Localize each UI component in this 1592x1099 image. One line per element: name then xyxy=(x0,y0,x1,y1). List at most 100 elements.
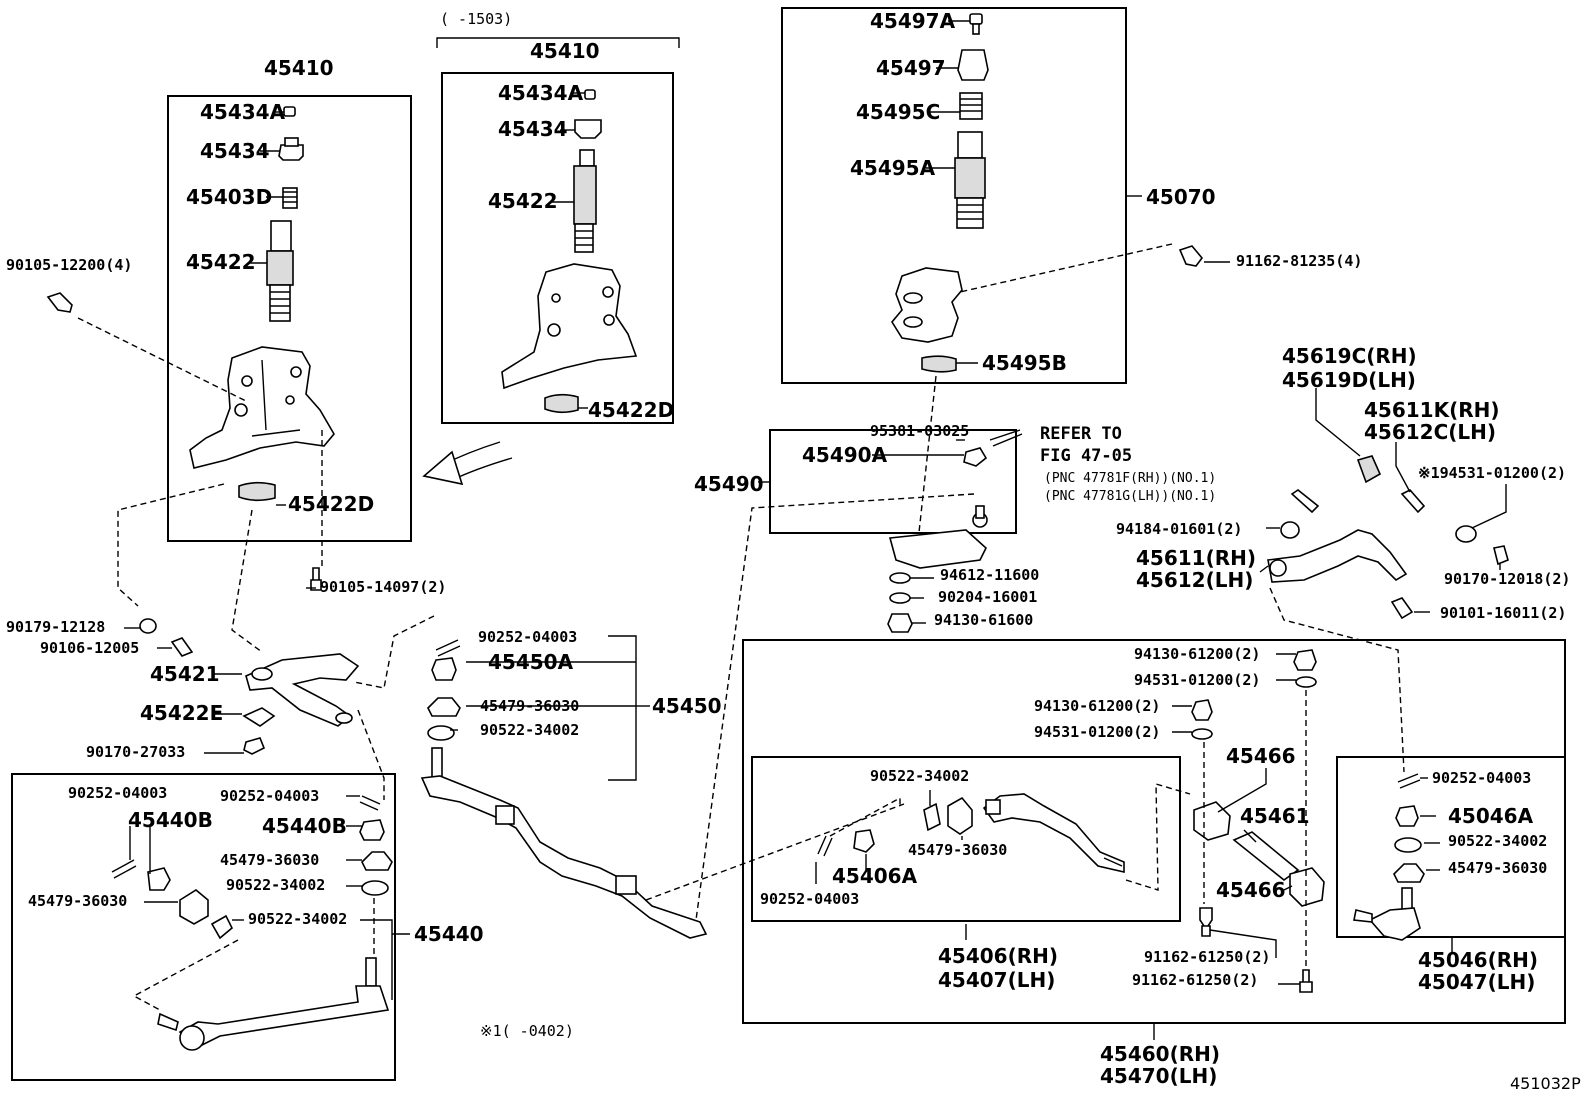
label-90101-16011: 90101-16011(2) xyxy=(1440,604,1567,622)
label-90252-04003-b: 90252-04003 xyxy=(68,784,168,802)
label-45406A: 45406A xyxy=(832,864,918,888)
label-90252-04003-d: 90252-04003 xyxy=(760,890,860,908)
label-90522-34002-a: 90522-34002 xyxy=(480,721,580,739)
label-194531-01200: ※194531-01200(2) xyxy=(1418,464,1567,482)
label-45422E: 45422E xyxy=(140,701,224,725)
label-90106-12005: 90106-12005 xyxy=(40,639,140,657)
label-45490: 45490 xyxy=(694,472,764,496)
label-refer-pnc-lh: (PNC 47781G(LH))(NO.1) xyxy=(1044,489,1217,504)
nut-90179-12128 xyxy=(139,618,157,634)
bolt-90101-16011 xyxy=(1390,597,1414,620)
cover-45479-36030-a xyxy=(427,697,461,717)
nut-45406A xyxy=(853,829,875,853)
bolt-90106-12005 xyxy=(170,637,194,657)
ring-90522-34002-c xyxy=(210,914,233,940)
label-45479-36030-b: 45479-36030 xyxy=(28,892,128,910)
label-45497A: 45497A xyxy=(870,9,956,33)
label-45434-left: 45434 xyxy=(200,139,270,163)
label-45406: 45406(RH) xyxy=(938,944,1058,968)
label-45466-top: 45466 xyxy=(1226,744,1296,768)
label-90252-04003-e: 90252-04003 xyxy=(1432,769,1532,787)
left-bracket-45410 xyxy=(189,346,335,469)
label-90170-27033: 90170-27033 xyxy=(86,743,186,761)
cotter-90252-04003-b xyxy=(111,859,137,879)
box-45410-mid xyxy=(441,72,674,424)
label-45070: 45070 xyxy=(1146,185,1216,209)
label-45495A: 45495A xyxy=(850,156,936,180)
label-45619D: 45619D(LH) xyxy=(1282,368,1416,392)
ring-90522-34002-b xyxy=(361,880,389,896)
relay-rod-45450 xyxy=(420,747,708,939)
label-45422-mid: 45422 xyxy=(488,189,558,213)
pitman-arm-45490 xyxy=(888,429,1023,569)
bracket-45410-mid xyxy=(436,37,680,48)
washer-45422E xyxy=(242,707,276,727)
idler-arm-45421 xyxy=(245,653,360,727)
label-45497: 45497 xyxy=(876,56,946,80)
label-94531-01200-a: 94531-01200(2) xyxy=(1134,671,1261,689)
label-45470: 45470(LH) xyxy=(1100,1064,1218,1088)
clamp-45466-top xyxy=(1193,801,1231,841)
cover-45479-36030-e xyxy=(1393,863,1425,883)
nut-94130-61200-b xyxy=(1191,699,1213,721)
washer-94531-01200-b xyxy=(1191,728,1213,740)
nut-94130-61600 xyxy=(887,613,913,633)
label-91162-61250-a: 91162-61250(2) xyxy=(1144,948,1271,966)
label-94184-01601: 94184-01601(2) xyxy=(1116,520,1243,538)
box-45046 xyxy=(1336,756,1566,938)
diagram-id: 451032P xyxy=(1510,1074,1581,1093)
bolt-91162-61250-b xyxy=(1299,969,1313,993)
label-91162-81235: 91162-81235(4) xyxy=(1236,252,1363,270)
label-45450: 45450 xyxy=(652,694,722,718)
label-45619C: 45619C(RH) xyxy=(1282,344,1417,368)
label-45434A-left: 45434A xyxy=(200,100,286,124)
cover-45479-36030-d xyxy=(947,796,973,835)
label-45460: 45460(RH) xyxy=(1100,1042,1220,1066)
label-45421: 45421 xyxy=(150,662,220,686)
label-45440: 45440 xyxy=(414,922,484,946)
idler-arm-shaft-assembly xyxy=(891,13,989,373)
label-45422-left: 45422 xyxy=(186,250,256,274)
knuckle-arm-45611 xyxy=(1267,529,1408,583)
bolt-45611K xyxy=(1400,489,1426,514)
tie-rod-end-45406 xyxy=(982,793,1125,874)
label-90522-34002-d: 90522-34002 xyxy=(870,767,970,785)
label-refer-to: REFER TO xyxy=(1040,424,1122,444)
label-90179-12128: 90179-12128 xyxy=(6,618,106,636)
cover-45479-36030-b xyxy=(179,889,209,925)
box-45440 xyxy=(11,773,396,1081)
nut-45440B-left xyxy=(147,867,171,891)
bushing-45422D-mid xyxy=(544,393,579,414)
cover-45479-36030-c xyxy=(361,851,393,871)
label-45612: 45612(LH) xyxy=(1136,568,1254,592)
label-90522-34002-c: 90522-34002 xyxy=(248,910,348,928)
label-90105-12200: 90105-12200(4) xyxy=(6,256,133,274)
label-94531-01200-b: 94531-01200(2) xyxy=(1034,723,1161,741)
washer-94531-01200-a xyxy=(1295,676,1317,688)
clamp-45466-bottom xyxy=(1289,867,1325,907)
label-45490A: 45490A xyxy=(802,443,888,467)
label-45466-bottom: 45466 xyxy=(1216,878,1286,902)
label-45479-36030-c: 45479-36030 xyxy=(220,851,320,869)
label-45410-left: 45410 xyxy=(264,56,334,80)
label-45611K: 45611K(RH) xyxy=(1364,398,1500,422)
label-45407: 45407(LH) xyxy=(938,968,1056,992)
mid-kingpin-assembly xyxy=(573,89,602,253)
cotter-90252-04003-d xyxy=(817,835,833,857)
nut-45440B-right xyxy=(359,819,385,841)
cotter-90252-04003-c xyxy=(359,795,381,811)
leader-lines xyxy=(124,20,1507,1040)
label-45479-36030-e: 45479-36030 xyxy=(1448,859,1548,877)
nut-194531 xyxy=(1455,525,1477,543)
label-45479-36030-a: 45479-36030 xyxy=(480,697,580,715)
bolt-refer xyxy=(1290,489,1320,514)
washer-90204-16001 xyxy=(889,592,911,604)
label-45403D: 45403D xyxy=(186,185,273,209)
label-91162-61250-b: 91162-61250(2) xyxy=(1132,971,1259,989)
bushing-45619C xyxy=(1356,455,1382,484)
ring-90522-34002-d xyxy=(923,802,941,832)
label-94130-61600: 94130-61600 xyxy=(934,611,1034,629)
label-45440B-left: 45440B xyxy=(128,808,213,832)
tie-rod-end-45046 xyxy=(1353,887,1421,941)
